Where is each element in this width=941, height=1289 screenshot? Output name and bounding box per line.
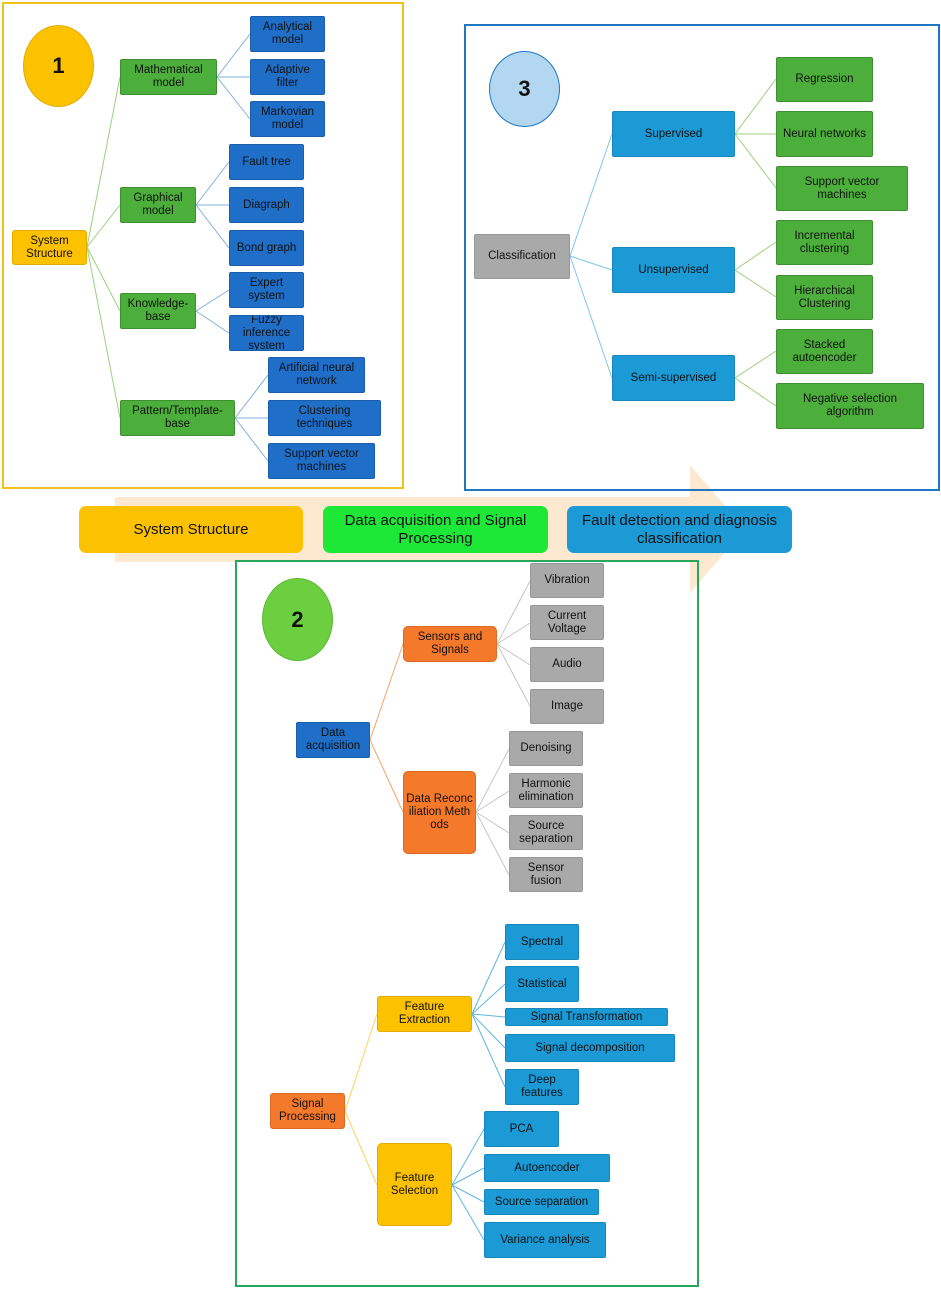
leaf-regression: Regression: [776, 57, 873, 102]
leaf-source-separation-1: Source separation: [509, 815, 583, 850]
leaf-harmonic-elimination: Harmonic elimination: [509, 773, 583, 808]
node-unsupervised: Unsupervised: [612, 247, 735, 293]
leaf-pca: PCA: [484, 1111, 559, 1147]
leaf-autoencoder: Autoencoder: [484, 1154, 610, 1182]
leaf-stacked-autoencoder: Stacked autoencoder: [776, 329, 873, 374]
leaf-audio: Audio: [530, 647, 604, 682]
leaf-hierarchical-clustering: Hierarchical Clustering: [776, 275, 873, 320]
leaf-denoising: Denoising: [509, 731, 583, 766]
panel1-leaf-lines: [195, 33, 269, 462]
panel-classification: [464, 24, 940, 491]
acquisition-root-lines: [369, 643, 404, 813]
leaf-markovian-model: Markovian model: [250, 101, 325, 137]
leaf-sensor-fusion: Sensor fusion: [509, 857, 583, 892]
panel-data-acquisition-signal-processing: [235, 560, 699, 1287]
leaf-diagraph: Diagraph: [229, 187, 304, 223]
leaf-signal-decomposition: Signal decomposition: [505, 1034, 675, 1062]
processing-root-lines: [344, 1013, 378, 1186]
node-sensors-and-signals: Sensors and Signals: [403, 626, 497, 662]
node-mathematical-model: Mathematical model: [120, 59, 217, 95]
node-data-acquisition: Data acquisition: [296, 722, 370, 758]
acquisition-leaf-lines: [475, 580, 531, 876]
panel-system-structure: [2, 2, 404, 489]
leaf-variance-analysis: Variance analysis: [484, 1222, 606, 1258]
leaf-negative-selection-algorithm: Negative selection algorithm: [776, 383, 924, 429]
leaf-support-vector-machines-1: Support vector machines: [268, 443, 375, 479]
stage-data-acquisition-signal-processing: Data acquisition and Signal Processing: [323, 506, 548, 553]
leaf-spectral: Spectral: [505, 924, 579, 960]
leaf-artificial-neural-network: Artificial neural network: [268, 357, 365, 393]
node-graphical-model: Graphical model: [120, 187, 196, 223]
leaf-bond-graph: Bond graph: [229, 230, 304, 266]
leaf-fuzzy-inference-system: Fuzzy inference system: [229, 315, 304, 351]
node-knowledge-base: Knowledge-base: [120, 293, 196, 329]
badge-3: 3: [489, 51, 560, 127]
node-data-reconciliation-methods: Data Reconciliation Methods: [403, 771, 476, 854]
node-signal-processing: Signal Processing: [270, 1093, 345, 1129]
stage-fault-detection-classification: Fault detection and diagnosis classifica…: [567, 506, 792, 553]
node-classification: Classification: [474, 234, 570, 279]
node-feature-selection: Feature Selection: [377, 1143, 452, 1226]
processing-leaf-lines: [451, 941, 506, 1241]
leaf-incremental-clustering: Incremental clustering: [776, 220, 873, 265]
panel3-root-lines: [569, 133, 613, 379]
node-semi-supervised: Semi-supervised: [612, 355, 735, 401]
stage-system-structure: System Structure: [79, 506, 303, 553]
node-system-structure: System Structure: [12, 230, 87, 265]
panel3-leaf-lines: [734, 78, 777, 407]
leaf-deep-features: Deep features: [505, 1069, 579, 1105]
leaf-current-voltage: Current Voltage: [530, 605, 604, 640]
leaf-fault-tree: Fault tree: [229, 144, 304, 180]
leaf-source-separation-2: Source separation: [484, 1189, 599, 1215]
leaf-neural-networks: Neural networks: [776, 111, 873, 157]
node-supervised: Supervised: [612, 111, 735, 157]
leaf-vibration: Vibration: [530, 563, 604, 598]
leaf-expert-system: Expert system: [229, 272, 304, 308]
leaf-clustering-techniques: Clustering techniques: [268, 400, 381, 436]
leaf-image: Image: [530, 689, 604, 724]
panel1-root-lines: [86, 76, 121, 419]
leaf-analytical-model: Analytical model: [250, 16, 325, 52]
leaf-adaptive-filter: Adaptive filter: [250, 59, 325, 95]
leaf-signal-transformation: Signal Transformation: [505, 1008, 668, 1026]
node-feature-extraction: Feature Extraction: [377, 996, 472, 1032]
leaf-statistical: Statistical: [505, 966, 579, 1002]
node-pattern-template-base: Pattern/Template-base: [120, 400, 235, 436]
badge-2: 2: [262, 578, 333, 661]
badge-1: 1: [23, 25, 94, 107]
leaf-support-vector-machines-3: Support vector machines: [776, 166, 908, 211]
